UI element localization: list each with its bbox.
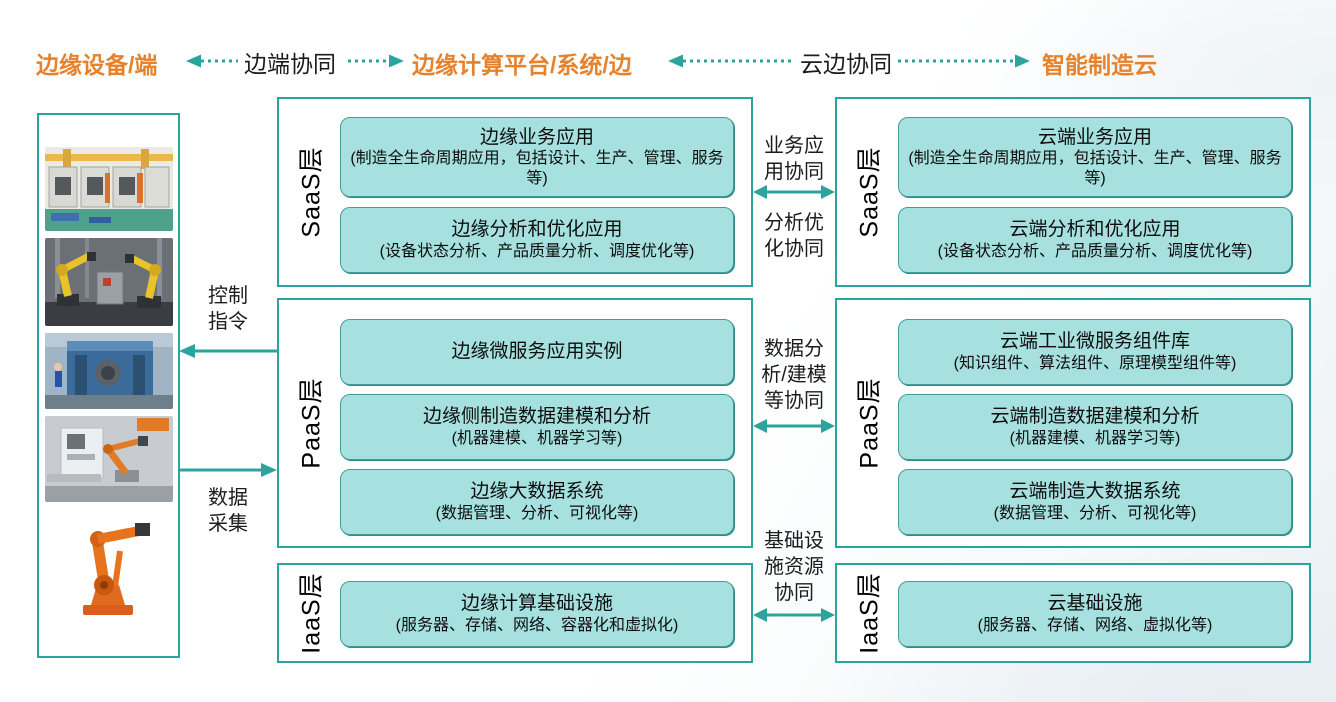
cloud-infrastructure-box: 云基础设施 (服务器、存储、网络、虚拟化等) xyxy=(898,581,1292,647)
edge-bigdata-box: 边缘大数据系统 (数据管理、分析、可视化等) xyxy=(340,469,734,535)
edge-analytics-app-box: 边缘分析和优化应用 (设备状态分析、产品质量分析、调度优化等) xyxy=(340,207,734,273)
device-photo-panel xyxy=(37,113,180,658)
photo-yellow-robots xyxy=(44,238,173,326)
dashed-arrow-right-long-icon xyxy=(898,54,1030,68)
header-cloud-synergy-label: 云边协同 xyxy=(800,51,892,77)
cloud-saas-section: SaaS层 云端业务应用 (制造全生命周期应用，包括设计、生产、管理、服务等) … xyxy=(835,97,1311,287)
data-collection-arrow-icon xyxy=(179,463,277,477)
header-cloud-title: 智能制造云 xyxy=(1042,52,1157,78)
control-command-label: 控制指令 xyxy=(208,285,248,333)
edge-iaas-section: IaaS层 边缘计算基础设施 (服务器、存储、网络、容器化和虚拟化) xyxy=(277,563,753,663)
edge-business-app-box: 边缘业务应用 (制造全生命周期应用，包括设计、生产、管理、服务等) xyxy=(340,117,734,197)
business-app-synergy-label: 业务应用协同 xyxy=(764,135,824,183)
edge-paas-layer-label: PaaS层 xyxy=(298,377,327,469)
cloud-analytics-app-box: 云端分析和优化应用 (设备状态分析、产品质量分析、调度优化等) xyxy=(898,207,1292,273)
dashed-arrow-right-icon xyxy=(348,54,404,68)
data-analysis-synergy-label: 数据分析/建模等协同 xyxy=(761,338,827,412)
edge-microservice-box: 边缘微服务应用实例 xyxy=(340,319,734,385)
cloud-iaas-section: IaaS层 云基础设施 (服务器、存储、网络、虚拟化等) xyxy=(835,563,1311,663)
cloud-business-app-box: 云端业务应用 (制造全生命周期应用，包括设计、生产、管理、服务等) xyxy=(898,117,1292,197)
header-edge-device-title: 边缘设备/端 xyxy=(36,52,158,78)
cloud-iaas-layer-label: IaaS层 xyxy=(856,572,884,654)
infrastructure-resource-synergy-arrow-icon xyxy=(753,608,835,622)
header-edge-platform-title: 边缘计算平台/系统/边 xyxy=(412,52,632,78)
cloud-bigdata-box: 云端制造大数据系统 (数据管理、分析、可视化等) xyxy=(898,469,1292,535)
edge-saas-layer-label: SaaS层 xyxy=(298,146,327,238)
edge-paas-section: PaaS层 边缘微服务应用实例 边缘侧制造数据建模和分析 (机器建模、机器学习等… xyxy=(277,298,753,548)
data-collection-label: 数据采集 xyxy=(208,487,248,535)
data-analysis-synergy-arrow-icon xyxy=(753,419,835,433)
edge-iaas-layer-label: IaaS层 xyxy=(298,572,326,654)
header-edge-synergy-label: 边端协同 xyxy=(244,51,336,77)
edge-infrastructure-box: 边缘计算基础设施 (服务器、存储、网络、容器化和虚拟化) xyxy=(340,581,734,647)
infrastructure-resource-synergy-label: 基础设施资源协同 xyxy=(764,530,824,604)
edge-saas-section: SaaS层 边缘业务应用 (制造全生命周期应用，包括设计、生产、管理、服务等) … xyxy=(277,97,753,287)
photo-machining-cell xyxy=(44,416,173,502)
analytics-optimization-synergy-label: 分析优化协同 xyxy=(764,212,824,260)
cloud-paas-layer-label: PaaS层 xyxy=(856,377,885,469)
cloud-paas-section: PaaS层 云端工业微服务组件库 (知识组件、算法组件、原理模型组件等) 云端制… xyxy=(835,298,1311,548)
photo-blue-press xyxy=(44,333,173,409)
control-command-arrow-icon xyxy=(179,344,277,358)
cloud-component-library-box: 云端工业微服务组件库 (知识组件、算法组件、原理模型组件等) xyxy=(898,319,1292,385)
photo-press-line xyxy=(44,147,173,231)
photo-orange-robot xyxy=(56,509,161,621)
dashed-arrow-left-icon xyxy=(186,54,238,68)
cloud-saas-layer-label: SaaS层 xyxy=(856,146,885,238)
dashed-arrow-left-long-icon xyxy=(668,54,794,68)
edge-data-modeling-box: 边缘侧制造数据建模和分析 (机器建模、机器学习等) xyxy=(340,394,734,460)
cloud-data-modeling-box: 云端制造数据建模和分析 (机器建模、机器学习等) xyxy=(898,394,1292,460)
business-app-synergy-arrow-icon xyxy=(753,185,835,199)
